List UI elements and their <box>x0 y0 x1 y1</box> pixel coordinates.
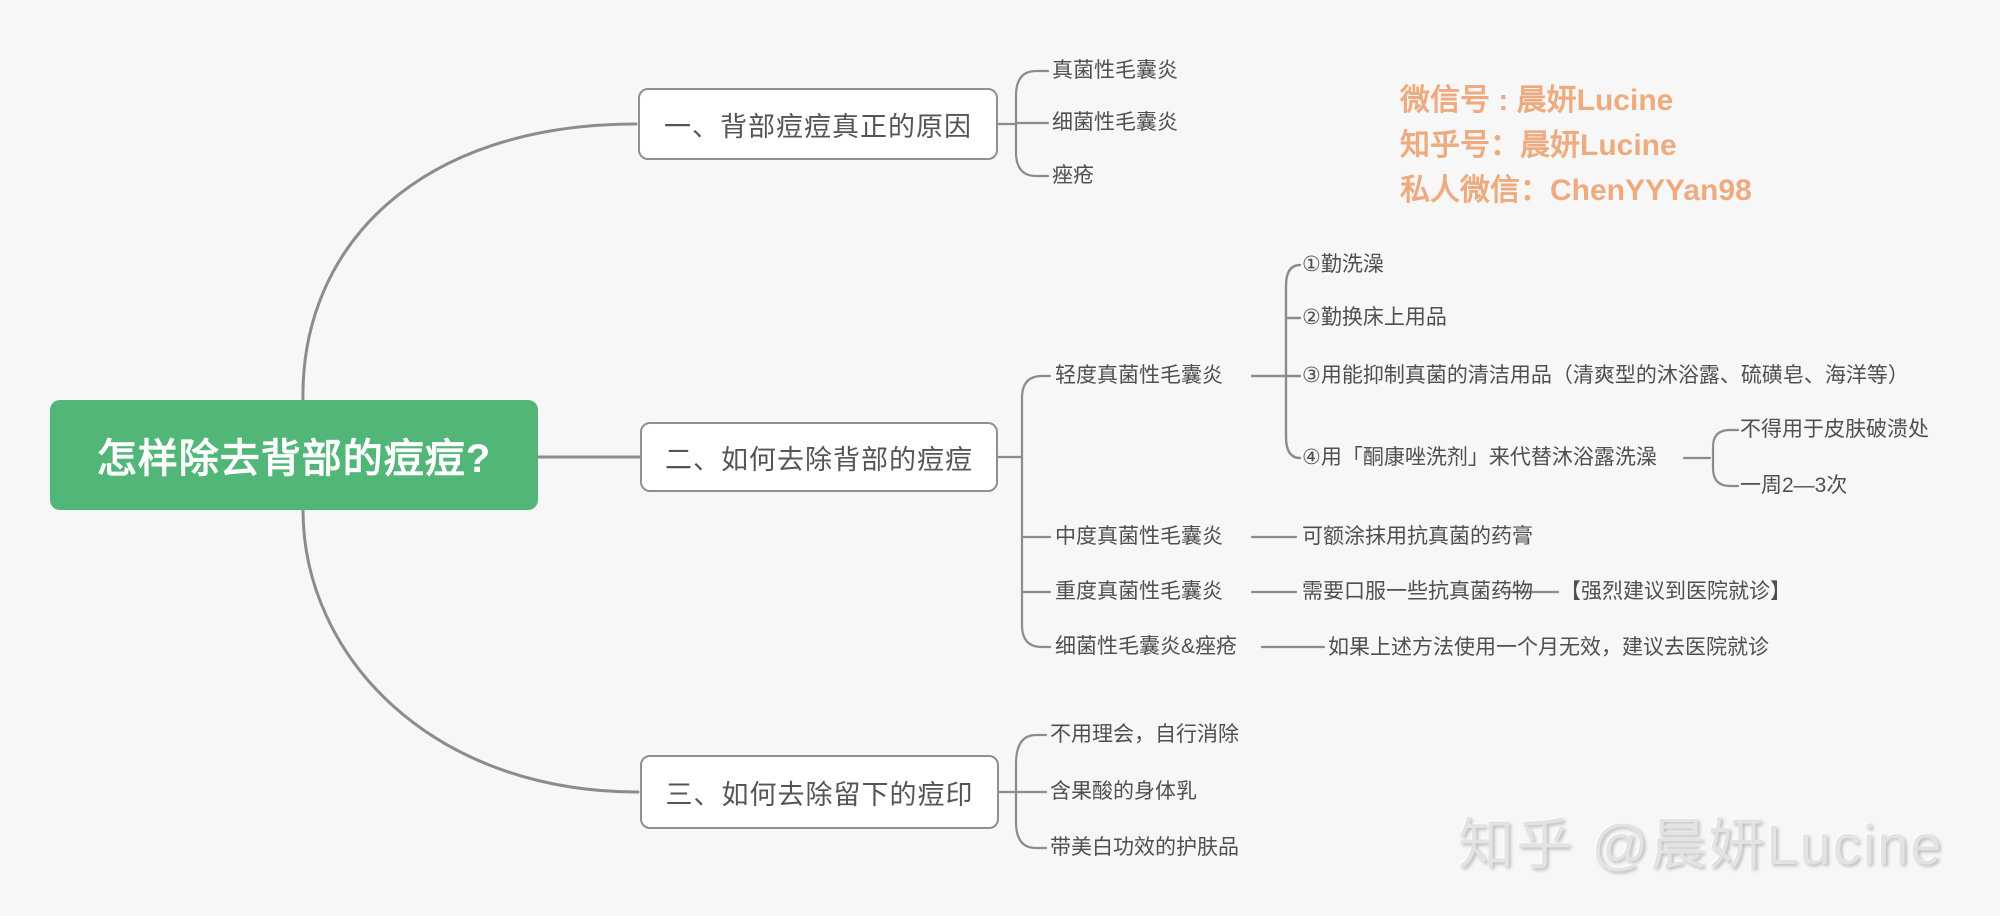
zhihu-watermark: 知乎 @晨妍Lucine <box>1458 813 1944 876</box>
contact-watermark: 微信号 : 晨妍Lucine 知乎号：晨妍Lucine 私人微信：ChenYYY… <box>1400 78 1752 213</box>
edge-light-steps <box>1250 263 1302 460</box>
light-step3[interactable]: ③用能抑制真菌的清洁用品（清爽型的沐浴露、硫磺皂、海洋等） <box>1302 364 1909 387</box>
edge-root-branch1 <box>301 122 638 403</box>
light-step4[interactable]: ④用「酮康唑洗剂」来代替沐浴露洗澡 <box>1302 446 1657 469</box>
branch1-child-fungal[interactable]: 真菌性毛囊炎 <box>1052 59 1178 82</box>
root-node[interactable]: 怎样除去背部的痘痘? <box>50 400 538 510</box>
branch1-child-acne[interactable]: 痤疮 <box>1052 164 1094 187</box>
branch3-node[interactable]: 三、如何去除留下的痘印 <box>640 755 999 829</box>
step4-note-broken-skin[interactable]: 不得用于皮肤破溃处 <box>1740 418 1929 441</box>
edge-branch3-children <box>997 733 1048 850</box>
severe-fungal-node[interactable]: 重度真菌性毛囊炎 <box>1055 580 1223 603</box>
moderate-advice[interactable]: 可额涂抹用抗真菌的药膏 <box>1302 525 1533 548</box>
branch1-child-bacterial[interactable]: 细菌性毛囊炎 <box>1052 111 1178 134</box>
edge-step4-notes <box>1682 428 1740 488</box>
branch1-node[interactable]: 一、背部痘痘真正的原因 <box>638 88 998 160</box>
branch3-child-ignore[interactable]: 不用理会，自行消除 <box>1050 723 1239 746</box>
edge-branch2-children <box>995 374 1052 649</box>
bacterial-acne-node[interactable]: 细菌性毛囊炎&痤疮 <box>1055 635 1238 658</box>
edge-branch1-children <box>995 69 1050 178</box>
contact-zhihu-id: 知乎号：晨妍Lucine <box>1400 129 1677 162</box>
branch3-child-body-lotion[interactable]: 含果酸的身体乳 <box>1050 780 1197 803</box>
step4-note-frequency[interactable]: 一周2—3次 <box>1740 474 1848 497</box>
severe-hospital-note[interactable]: 【强烈建议到医院就诊】 <box>1560 580 1791 603</box>
branch2-node[interactable]: 二、如何去除背部的痘痘 <box>640 422 998 492</box>
branch3-child-whitening[interactable]: 带美白功效的护肤品 <box>1050 836 1239 859</box>
light-fungal-node[interactable]: 轻度真菌性毛囊炎 <box>1055 364 1223 387</box>
bacterial-advice[interactable]: 如果上述方法使用一个月无效，建议去医院就诊 <box>1328 636 1769 659</box>
edge-root-branch3 <box>301 508 640 794</box>
severe-advice[interactable]: 需要口服一些抗真菌药物 <box>1302 580 1533 603</box>
contact-private-wechat: 私人微信：ChenYYYan98 <box>1400 174 1752 207</box>
light-step2[interactable]: ②勤换床上用品 <box>1302 306 1447 329</box>
contact-wechat-id: 微信号 : 晨妍Lucine <box>1400 84 1674 117</box>
moderate-fungal-node[interactable]: 中度真菌性毛囊炎 <box>1055 525 1223 548</box>
light-step1[interactable]: ①勤洗澡 <box>1302 253 1384 276</box>
